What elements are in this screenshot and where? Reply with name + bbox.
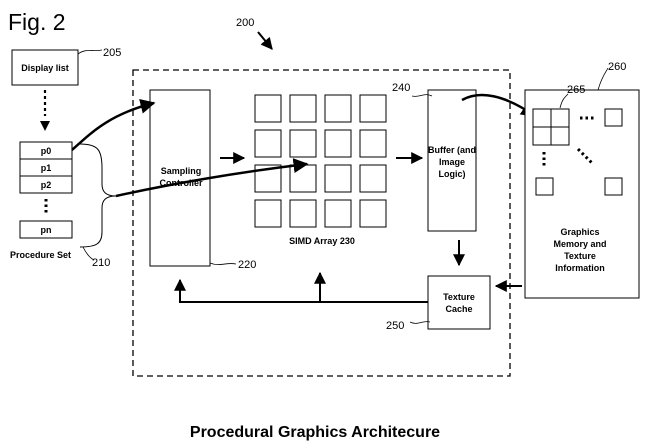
ref-265-leader xyxy=(559,93,569,109)
simd-cell xyxy=(289,94,317,123)
procedure-p2-box xyxy=(19,175,73,194)
buffer-box xyxy=(427,89,477,232)
ref-250: 250 xyxy=(386,320,404,332)
ref-200: 200 xyxy=(236,17,254,29)
simd-cell xyxy=(324,129,352,158)
simd-cell xyxy=(254,129,282,158)
ref-220-leader xyxy=(209,262,237,265)
p0-to-controller-curve xyxy=(71,99,156,151)
ref-265: 265 xyxy=(567,84,585,96)
texture-feedback-line xyxy=(174,278,428,303)
procedure-p2-label: p2 xyxy=(41,180,52,190)
simd-cell xyxy=(359,164,387,193)
simd-array-grid xyxy=(254,94,387,228)
simd-cell xyxy=(254,199,282,228)
figure-caption: Procedural Graphics Architecure xyxy=(190,424,440,441)
display-list-box xyxy=(11,49,79,86)
ref-240: 240 xyxy=(392,82,410,94)
texture-cache-label-line1: Texture xyxy=(443,292,475,302)
simd-cell xyxy=(324,199,352,228)
system-boundary xyxy=(132,69,511,377)
ref-205-leader xyxy=(77,49,103,55)
graphics-memory-label-line3: Texture xyxy=(564,251,596,261)
texture-cache-box xyxy=(427,275,491,330)
memory-cell xyxy=(604,177,623,196)
procedure-set-brace xyxy=(79,143,117,248)
figure-label: Fig. 2 xyxy=(8,9,66,35)
simd-cell xyxy=(289,129,317,158)
simd-cell xyxy=(289,164,317,193)
graphics-memory-label-line1: Graphics xyxy=(560,227,599,237)
graphics-memory-label-line4: Information xyxy=(555,263,605,273)
simd-array-label: SIMD Array 230 xyxy=(289,236,355,246)
ref-205: 205 xyxy=(103,47,121,59)
memory-cell xyxy=(532,108,552,128)
ref-260: 260 xyxy=(608,61,626,73)
graphics-memory-label-line2: Memory and xyxy=(553,239,606,249)
ref-210-leader xyxy=(82,246,95,261)
memory-cell xyxy=(604,108,623,127)
ref-250-leader xyxy=(409,321,431,324)
ref-240-leader xyxy=(411,94,433,97)
simd-cell xyxy=(359,129,387,158)
ref-220: 220 xyxy=(238,259,256,271)
procedure-pn-label: pn xyxy=(41,225,52,235)
buffer-label-line3: Logic) xyxy=(439,169,466,179)
ref-210: 210 xyxy=(92,257,110,269)
sampling-controller-box xyxy=(149,89,211,267)
memory-cell xyxy=(550,108,570,128)
procedure-set-label: Procedure Set xyxy=(10,250,71,260)
sampling-controller-label-line1: Sampling xyxy=(161,166,202,176)
simd-cell xyxy=(324,164,352,193)
brace-to-simd-curve xyxy=(115,158,309,198)
simd-cell xyxy=(289,199,317,228)
texture-cache-label-line2: Cache xyxy=(445,304,472,314)
memory-cell-group xyxy=(532,108,623,196)
simd-cell xyxy=(254,94,282,123)
memory-cell xyxy=(532,126,552,146)
ref-260-leader xyxy=(597,67,609,91)
buffer-label-line1: Buffer (and xyxy=(428,145,476,155)
memory-cell xyxy=(535,177,554,196)
simd-cell xyxy=(359,199,387,228)
simd-cell xyxy=(359,94,387,123)
procedure-pn-box xyxy=(19,220,73,239)
memory-cell xyxy=(550,126,570,146)
display-list-label: Display list xyxy=(21,63,69,73)
procedure-p0-label: p0 xyxy=(41,146,52,156)
procedure-p1-label: p1 xyxy=(41,163,52,173)
display-to-procedures-arrowhead xyxy=(40,121,50,131)
buffer-label-line2: Image xyxy=(439,157,465,167)
ref-200-arrow xyxy=(257,31,273,50)
simd-cell xyxy=(324,94,352,123)
